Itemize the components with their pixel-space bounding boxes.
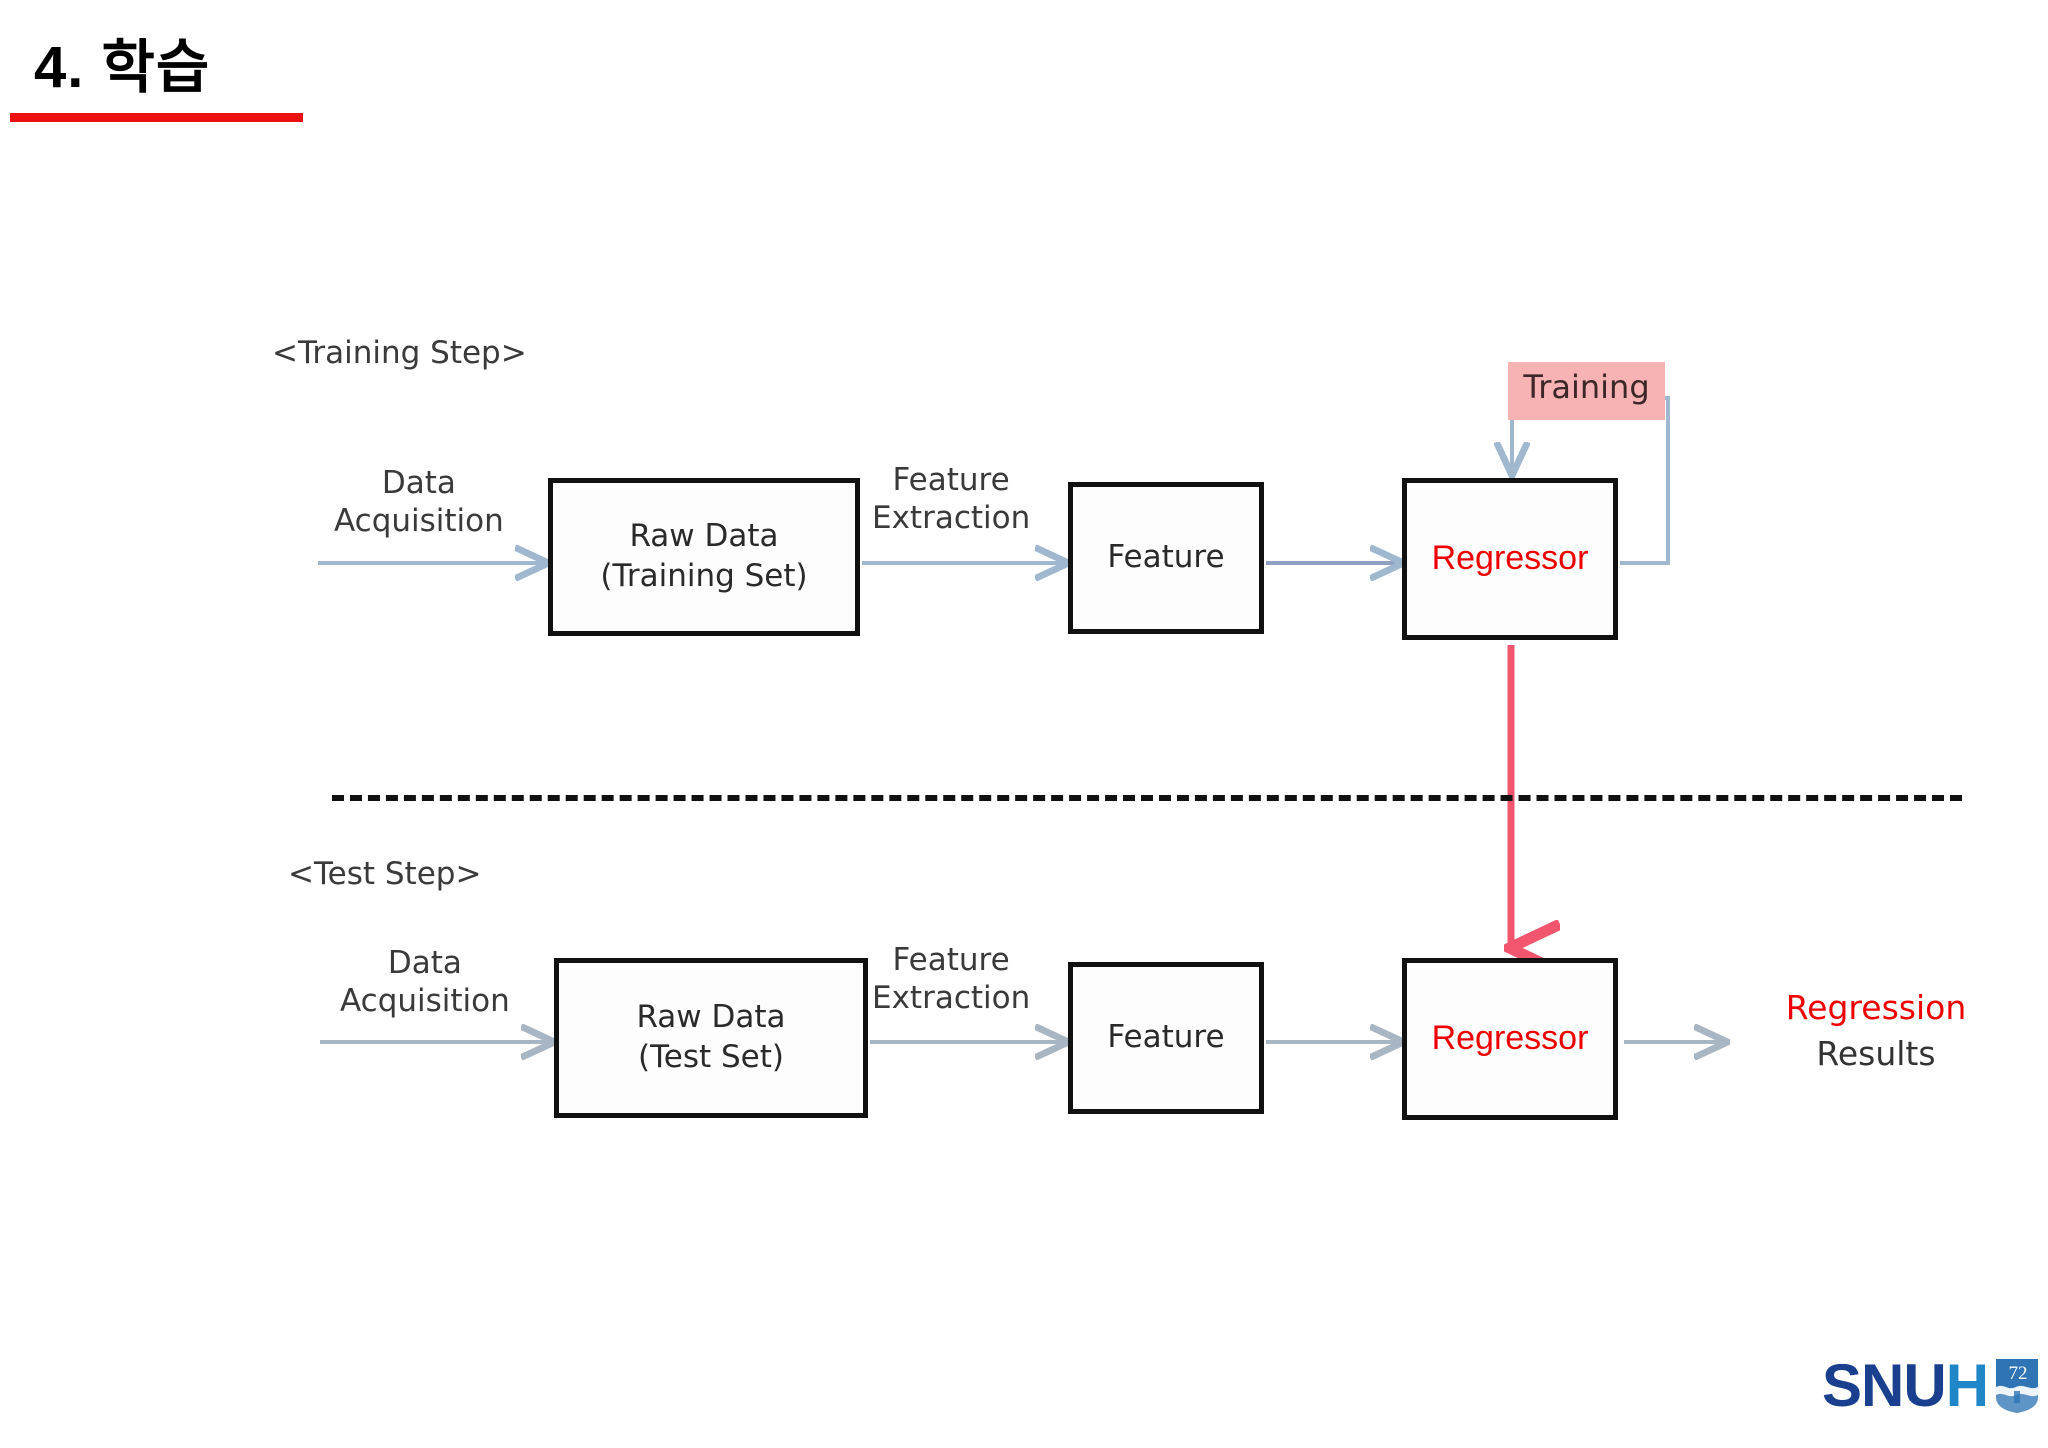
edge-label-line2: Extraction bbox=[872, 499, 1031, 536]
output-label-line1: Regression bbox=[1785, 988, 1967, 1027]
node-raw-data-training: Raw Data (Training Set) bbox=[548, 478, 860, 636]
output-label-regression-results: Regression Results bbox=[1746, 985, 2006, 1076]
node-feature-test: Feature bbox=[1068, 962, 1264, 1114]
snuh-shield-emblem: 72 bbox=[1996, 1359, 2039, 1413]
node-label-line1: Raw Data bbox=[636, 999, 786, 1036]
page-title: 4. 학습 bbox=[34, 35, 211, 100]
edge-label-data-acquisition-training: Data Acquisition bbox=[334, 465, 504, 541]
node-regressor-test: Regressor bbox=[1402, 958, 1618, 1120]
edge-label-line2: Extraction bbox=[872, 979, 1031, 1016]
edge-label-line2: Acquisition bbox=[334, 502, 504, 539]
edge-label-line1: Data bbox=[387, 945, 462, 981]
edge-label-feature-extraction-training: Feature Extraction bbox=[872, 462, 1030, 538]
title-underline-rule bbox=[10, 113, 303, 122]
node-label-line2: (Training Set) bbox=[600, 558, 808, 594]
svg-text:72: 72 bbox=[2009, 1363, 2028, 1384]
training-loop-label: Training bbox=[1523, 368, 1650, 406]
node-raw-data-test: Raw Data (Test Set) bbox=[554, 958, 868, 1118]
node-label-line2: (Test Set) bbox=[638, 1039, 784, 1075]
edge-label-line1: Feature bbox=[892, 942, 1010, 978]
training-loop-highlight bbox=[1508, 362, 1665, 420]
edge-label-line1: Data bbox=[381, 465, 456, 501]
snuh-wordmark: SNUH bbox=[1822, 1356, 1989, 1416]
snuh-wordmark-part1: SNU bbox=[1822, 1352, 1947, 1419]
edge-label-feature-extraction-test: Feature Extraction bbox=[872, 942, 1030, 1018]
section-label-training-step: <Training Step> bbox=[272, 335, 527, 371]
section-label-test-step: <Test Step> bbox=[288, 856, 482, 892]
edge-label-line2: Acquisition bbox=[340, 982, 510, 1019]
output-label-line2: Results bbox=[1816, 1033, 1936, 1073]
section-divider bbox=[332, 795, 1962, 801]
node-label-line1: Raw Data bbox=[629, 518, 779, 555]
snuh-wordmark-part2: H bbox=[1945, 1352, 1989, 1419]
node-regressor-training: Regressor bbox=[1402, 478, 1618, 640]
edge-label-line1: Feature bbox=[892, 462, 1010, 498]
edge-label-data-acquisition-test: Data Acquisition bbox=[340, 945, 510, 1021]
node-feature-training: Feature bbox=[1068, 482, 1264, 634]
snuh-logo: SNUH 72 bbox=[1822, 1356, 2040, 1416]
